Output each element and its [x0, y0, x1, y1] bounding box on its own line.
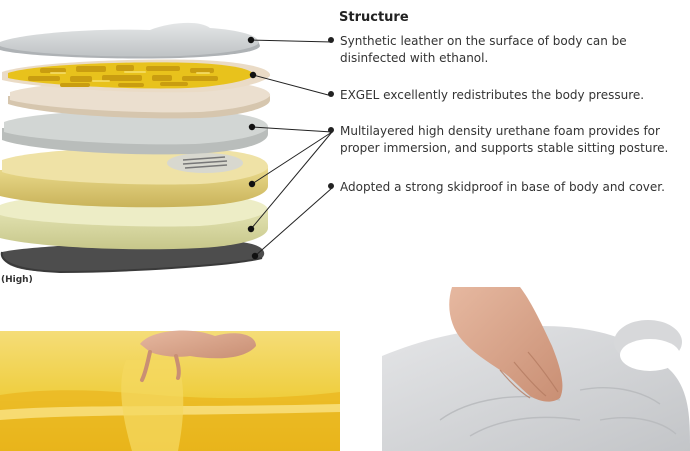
- structure-title: Structure: [339, 10, 409, 25]
- bullet-dot-icon: [328, 91, 334, 97]
- callout-synthetic-leather: Synthetic leather on the surface of body…: [328, 33, 627, 67]
- layer-skidproof-base: [0, 241, 265, 274]
- layer-grey-foam: [2, 109, 269, 155]
- callout-line: Multilayered high density urethane foam …: [340, 124, 660, 138]
- hand-pressing-gel-photo: [0, 330, 340, 451]
- gel-honeycomb-pattern: [28, 65, 218, 87]
- callout-line: EXGEL excellently redistributes the body…: [340, 88, 645, 102]
- callout-skidproof: Adopted a strong skidproof in base of bo…: [328, 179, 665, 196]
- hand-pressing-cushion-photo: [382, 287, 690, 451]
- callout-line: disinfected with ethanol.: [340, 51, 489, 65]
- leader-lines: [250, 39, 333, 257]
- level-label: (High): [1, 275, 33, 285]
- bullet-dot-icon: [328, 183, 334, 189]
- layer-exgel: [2, 59, 271, 93]
- callout-urethane-foam: Multilayered high density urethane foam …: [328, 123, 668, 157]
- callout-line: Synthetic leather on the surface of body…: [340, 34, 627, 48]
- layer-yellow-foam: [0, 147, 269, 208]
- leader-endpoints: [247, 36, 259, 260]
- bullet-dot-icon: [328, 37, 334, 43]
- vent-slots: [182, 156, 228, 169]
- callout-line: Adopted a strong skidproof in base of bo…: [340, 180, 665, 194]
- callout-line: proper immersion, and supports stable si…: [340, 141, 669, 155]
- callout-exgel: EXGEL excellently redistributes the body…: [328, 87, 644, 104]
- bullet-dot-icon: [328, 127, 334, 133]
- layer-synthetic-leather: [0, 22, 260, 59]
